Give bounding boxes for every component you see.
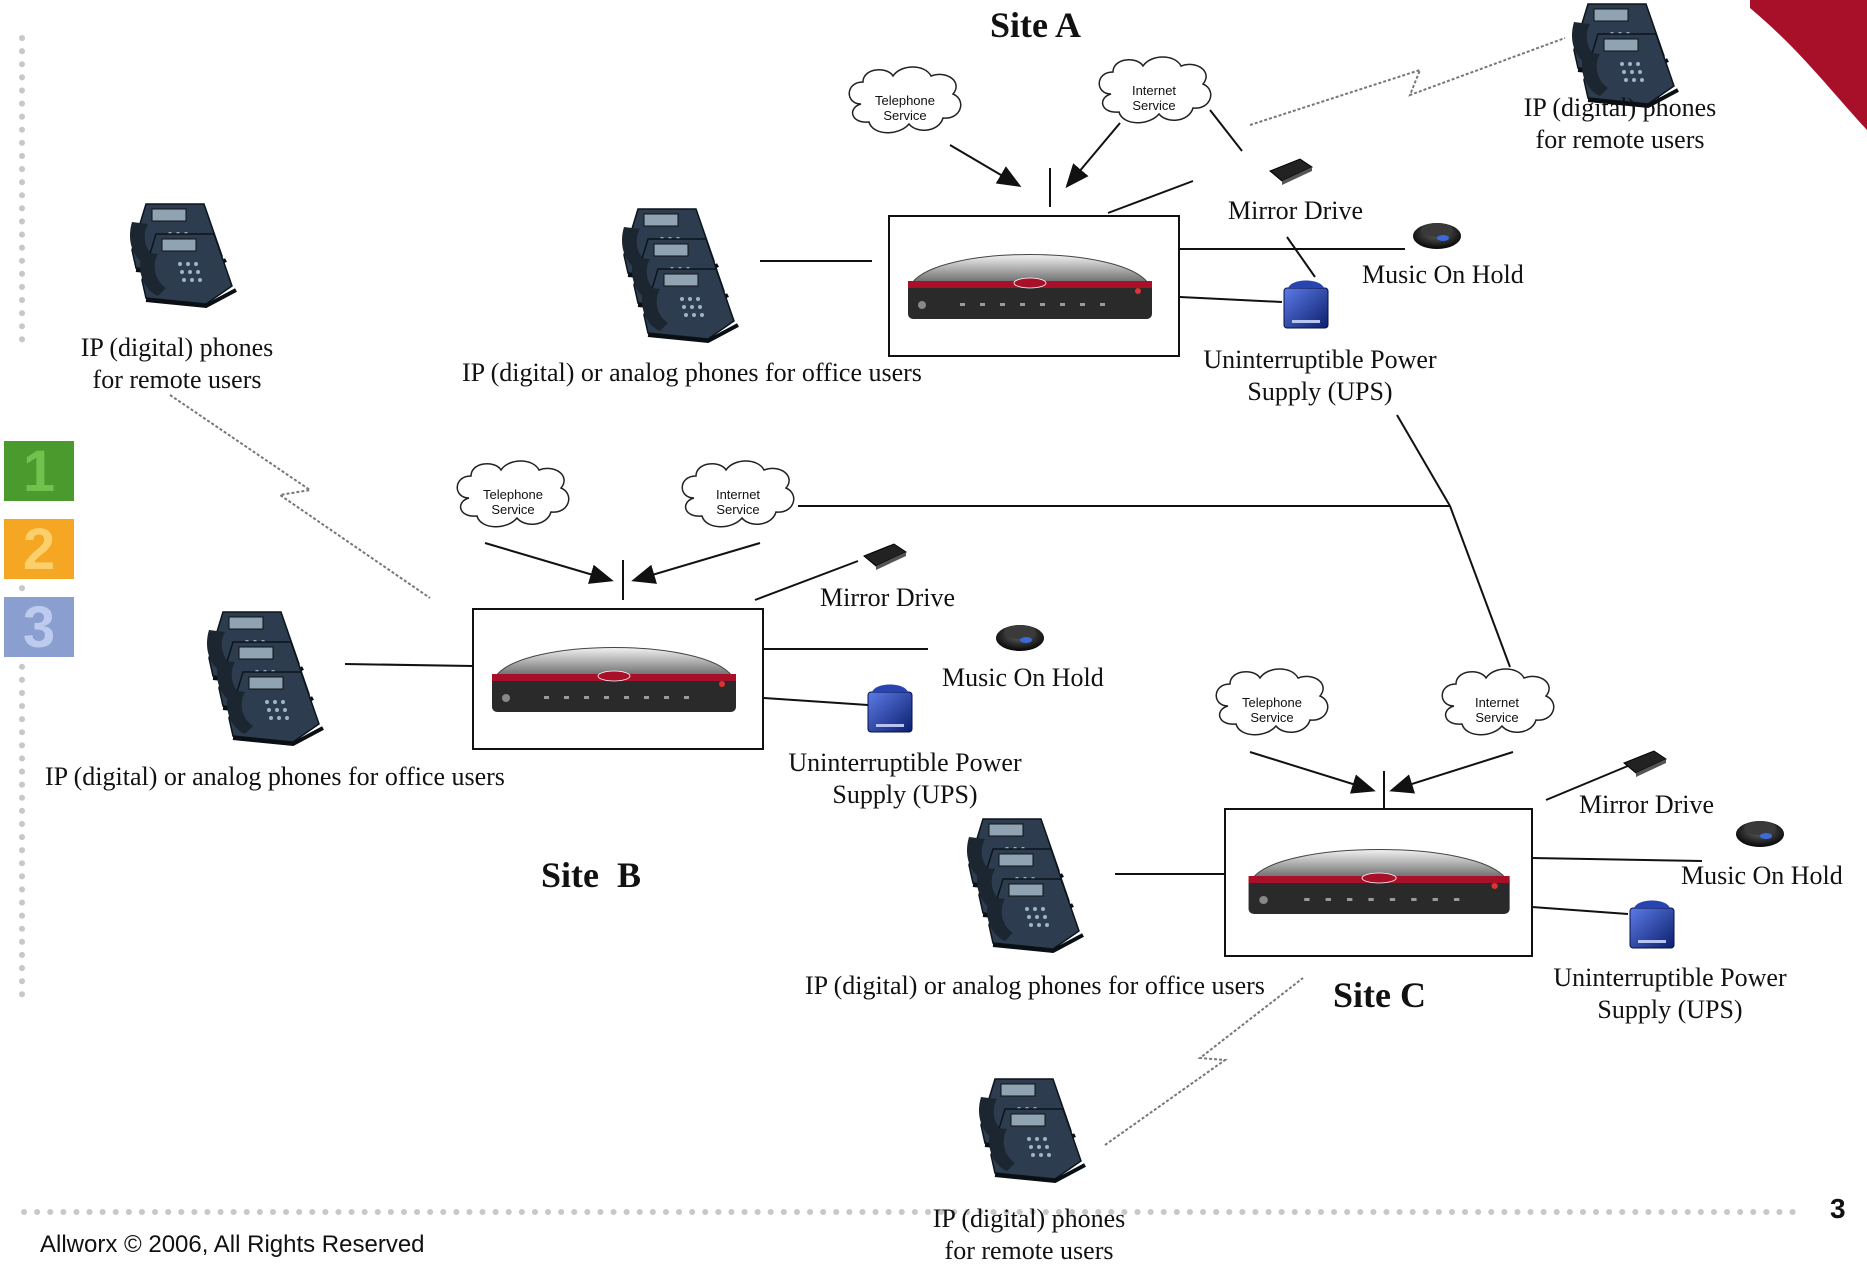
corner-accent-shape — [1750, 0, 1867, 130]
site-c-music-on-hold-icon — [1736, 821, 1784, 847]
site-c-internet-cloud-icon: Internet Service — [1441, 668, 1555, 736]
site-b-remote-phones-label: IP (digital) phones for remote users — [60, 332, 294, 396]
svg-text:Telephone: Telephone — [875, 93, 935, 108]
label-line-2: for remote users — [92, 365, 262, 394]
site-a-internet-cloud-icon: Internet Service — [1098, 56, 1212, 124]
site-c-title: Site C — [1333, 975, 1426, 1015]
site-b-ups-icon — [867, 684, 913, 733]
site-b-remote-phones-icon — [130, 204, 236, 306]
svg-text:Service: Service — [1475, 710, 1518, 725]
svg-text:Internet: Internet — [1132, 83, 1176, 98]
sidebar-step-2: 2 — [4, 517, 74, 582]
label-line-1: Uninterruptible Power — [788, 748, 1022, 777]
site-c-remote-phones-icon — [979, 1079, 1085, 1181]
svg-text:Service: Service — [883, 108, 926, 123]
site-a-title: Site A — [990, 5, 1082, 45]
site-a-ups-label: Uninterruptible Power Supply (UPS) — [1190, 344, 1450, 408]
site-c-ups-icon — [1629, 900, 1675, 949]
sidebar-step-3: 3 — [4, 595, 74, 660]
label-line-2: Supply (UPS) — [1247, 377, 1393, 406]
page-number: 3 — [1830, 1193, 1846, 1224]
sidebar-step-1: 1 — [4, 439, 74, 504]
svg-text:Telephone: Telephone — [483, 487, 543, 502]
label-line-1: IP (digital) phones — [1523, 93, 1717, 122]
site-b-music-on-hold-icon — [996, 625, 1044, 651]
label-line-2: Supply (UPS) — [1597, 995, 1743, 1024]
site-a-music-on-hold-icon — [1413, 223, 1461, 249]
wireless-link-site-a — [1249, 37, 1566, 126]
site-b-internet-cloud-icon: Internet Service — [681, 460, 795, 528]
svg-text:Service: Service — [1132, 98, 1175, 113]
site-a-remote-phones-label: IP (digital) phones for remote users — [1500, 92, 1740, 156]
site-a-music-on-hold-label: Music On Hold — [1362, 260, 1524, 289]
label-line-2: for remote users — [944, 1236, 1114, 1265]
site-b-office-phones-icon — [207, 612, 323, 744]
svg-text:Service: Service — [491, 502, 534, 517]
site-c-ups-label: Uninterruptible Power Supply (UPS) — [1540, 962, 1800, 1026]
site-a-remote-phones-icon — [1572, 4, 1678, 106]
site-a-office-phones-label: IP (digital) or analog phones for office… — [462, 358, 922, 387]
site-b-mirror-drive-label: Mirror Drive — [820, 583, 956, 612]
site-c-music-on-hold-label: Music On Hold — [1681, 861, 1843, 890]
svg-text:Internet: Internet — [1475, 695, 1519, 710]
label-line-2: for remote users — [1535, 125, 1705, 154]
site-a-telephone-cloud-icon: Telephone Service — [848, 66, 962, 134]
label-line-1: IP (digital) phones — [80, 333, 274, 362]
site-a-mirror-drive-label: Mirror Drive — [1228, 196, 1364, 225]
site-a-connections — [760, 109, 1405, 303]
site-c-office-phones-label: IP (digital) or analog phones for office… — [805, 971, 1265, 1000]
inter-site-links — [798, 414, 1511, 668]
label-line-2: Supply (UPS) — [832, 780, 978, 809]
site-c-telephone-cloud-icon: Telephone Service — [1215, 668, 1329, 736]
wireless-link-site-c — [1104, 977, 1304, 1146]
site-b-connections — [344, 542, 928, 706]
site-a-ups-icon — [1283, 280, 1329, 329]
wireless-link-site-b — [169, 394, 431, 599]
site-b-ups-label: Uninterruptible Power Supply (UPS) — [775, 747, 1035, 811]
site-b-title: Site B — [541, 855, 642, 895]
svg-text:Telephone: Telephone — [1242, 695, 1302, 710]
site-b-mirror-drive-icon — [863, 543, 907, 571]
site-b-music-on-hold-label: Music On Hold — [942, 663, 1104, 692]
site-c-mirror-drive-label: Mirror Drive — [1579, 790, 1715, 819]
footer-copyright: Allworx © 2006, All Rights Reserved — [40, 1231, 425, 1258]
label-line-1: Uninterruptible Power — [1553, 963, 1787, 992]
site-a-mirror-drive-icon — [1269, 158, 1313, 186]
label-line-1: Uninterruptible Power — [1203, 345, 1437, 374]
site-c-connections — [1115, 751, 1703, 915]
svg-text:Internet: Internet — [716, 487, 760, 502]
site-c-remote-phones-label: IP (digital) phones for remote users — [912, 1203, 1146, 1267]
site-b-office-phones-label: IP (digital) or analog phones for office… — [45, 762, 505, 791]
site-c-office-phones-icon — [967, 819, 1083, 951]
svg-text:Service: Service — [716, 502, 759, 517]
site-b-telephone-cloud-icon: Telephone Service — [456, 460, 570, 528]
site-c-mirror-drive-icon — [1623, 750, 1667, 778]
label-line-1: IP (digital) phones — [932, 1204, 1126, 1233]
site-a-office-phones-icon — [622, 209, 738, 341]
svg-text:Service: Service — [1250, 710, 1293, 725]
